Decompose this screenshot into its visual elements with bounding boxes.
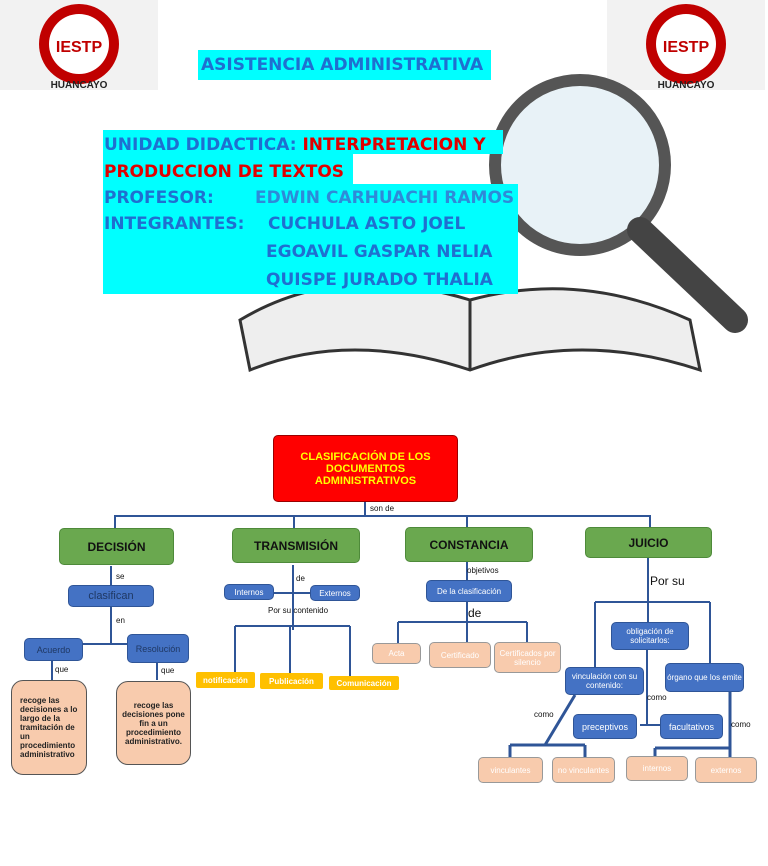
member: QUISPE JURADO THALIA — [266, 270, 493, 290]
root-node: CLASIFICACIÓN DE LOS DOCUMENTOS ADMINIST… — [273, 435, 458, 502]
link-label: como — [731, 720, 751, 729]
svg-text:IESTP: IESTP — [56, 39, 103, 56]
node-transmision: TRANSMISIÓN — [232, 528, 360, 563]
node-preceptivos: preceptivos — [573, 714, 637, 739]
node-notificacion: notificación — [196, 672, 255, 688]
link-label: de — [468, 606, 482, 620]
link-label: que — [55, 665, 69, 674]
link-label: en — [116, 616, 125, 625]
node-constancia: CONSTANCIA — [405, 527, 533, 562]
link-label: que — [161, 666, 175, 675]
svg-text:HUANCAYO: HUANCAYO — [658, 80, 715, 90]
link-label: se — [116, 572, 125, 581]
link-label: como — [534, 710, 554, 719]
link-label: Por su — [650, 574, 685, 588]
svg-text:HUANCAYO: HUANCAYO — [51, 80, 108, 90]
node-obligacion: obligación de solicitarlos: — [611, 622, 689, 650]
link-label: son de — [370, 504, 395, 513]
node-decision: DECISIÓN — [59, 528, 174, 565]
node-internos-juicio: internos — [626, 756, 688, 781]
members-label: INTEGRANTES: — [104, 214, 245, 234]
node-organo: órgano que los emite — [665, 663, 744, 692]
node-certificado: Certificado — [429, 642, 491, 668]
node-vinculantes: vinculantes — [478, 757, 543, 783]
unit-label: UNIDAD DIDACTICA: — [104, 135, 297, 155]
desc-resolucion: recoge las decisiones pone fin a un proc… — [116, 681, 191, 765]
svg-text:IESTP: IESTP — [663, 39, 710, 56]
node-acta: Acta — [372, 643, 421, 664]
node-facultativos: facultativos — [660, 714, 723, 739]
node-vinculacion: vinculación con su contenido: — [565, 667, 644, 695]
node-clasificacion: De la clasificación — [426, 580, 512, 602]
node-publicacion: Publicación — [260, 673, 323, 689]
node-juicio: JUICIO — [585, 527, 712, 558]
magnifier-book-illustration — [238, 74, 748, 373]
desc-acuerdo: recoge las decisiones a lo largo de la t… — [11, 680, 87, 775]
unit-value: INTERPRETACION Y — [302, 135, 486, 155]
node-internos: Internos — [224, 584, 274, 600]
link-label: de — [296, 574, 305, 583]
link-label: objetivos — [467, 566, 499, 575]
iestp-logo-right: IESTP HUANCAYO — [607, 0, 765, 91]
node-externos-juicio: externos — [695, 757, 757, 783]
member: CUCHULA ASTO JOEL — [268, 214, 466, 234]
node-certificados-silencio: Certificados por silencio — [494, 642, 561, 673]
node-no-vinculantes: no vinculantes — [552, 757, 615, 783]
node-comunicacion: Comunicación — [329, 676, 399, 690]
member: EGOAVIL GASPAR NELIA — [266, 242, 493, 262]
prof-value: EDWIN CARHUACHI RAMOS — [255, 188, 515, 208]
header-title: ASISTENCIA ADMINISTRATIVA — [201, 55, 484, 75]
node-externos: Externos — [310, 585, 360, 601]
iestp-logo-left: IESTP HUANCAYO — [0, 0, 158, 91]
node-resolucion: Resolución — [127, 634, 189, 663]
node-clasifican: clasifican — [68, 585, 154, 607]
link-label: como — [647, 693, 667, 702]
link-label: Por su contenido — [268, 606, 329, 615]
prof-label: PROFESOR: — [104, 188, 214, 208]
node-acuerdo: Acuerdo — [24, 638, 83, 661]
unit-value-2: PRODUCCION DE TEXTOS — [104, 162, 345, 182]
